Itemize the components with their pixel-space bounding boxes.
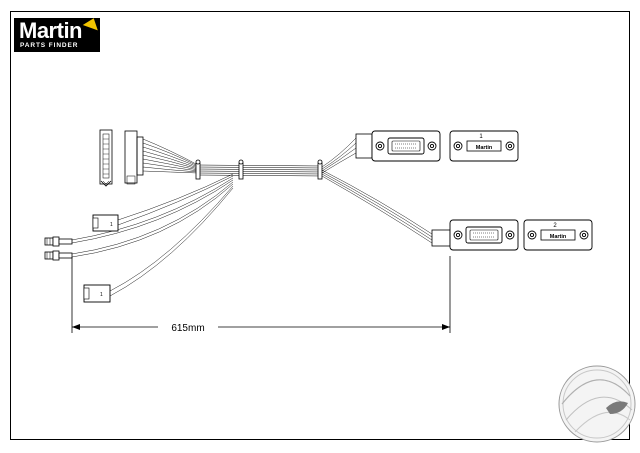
small-plug-lower-mark: 1 <box>100 292 103 298</box>
cable-sleeve-2 <box>431 229 451 247</box>
cable-sleeve-1 <box>355 133 373 159</box>
wire-terminal-1 <box>44 236 73 247</box>
ribbon-connector-block <box>99 129 144 187</box>
logo-flag-icon <box>82 15 102 31</box>
small-plug-lower <box>83 284 111 303</box>
martin-logo: Martin PARTS FINDER <box>14 15 102 52</box>
logo-subtitle: PARTS FINDER <box>20 42 79 49</box>
branch-to-connector-1 <box>321 137 357 174</box>
dimension-arrowheads <box>72 324 450 330</box>
connector-plate-2 <box>523 219 593 251</box>
dimension-line <box>71 256 451 333</box>
small-plug-upper <box>92 214 119 232</box>
connector-1-number: 1 <box>479 134 483 140</box>
globe-emblem <box>558 365 636 443</box>
dimension-label: 615mm <box>171 323 204 334</box>
cable-ties <box>195 159 323 180</box>
connector-2 <box>449 219 519 251</box>
wire-terminal-2 <box>44 250 73 261</box>
left-branch-wires <box>71 173 234 297</box>
connector-plate-1 <box>449 130 519 162</box>
harness-trunk <box>197 164 323 177</box>
drawing-frame <box>10 11 630 440</box>
connector-1-plate-label: Martin <box>476 145 493 151</box>
connector-2-number: 2 <box>553 223 557 229</box>
logo-wordmark: Martin <box>19 18 83 43</box>
small-plug-upper-mark: 1 <box>110 222 113 228</box>
branch-to-connector-2 <box>321 169 433 244</box>
connector-1 <box>371 130 441 162</box>
connector-2-plate-label: Martin <box>550 234 567 240</box>
ribbon-wires <box>142 138 199 174</box>
